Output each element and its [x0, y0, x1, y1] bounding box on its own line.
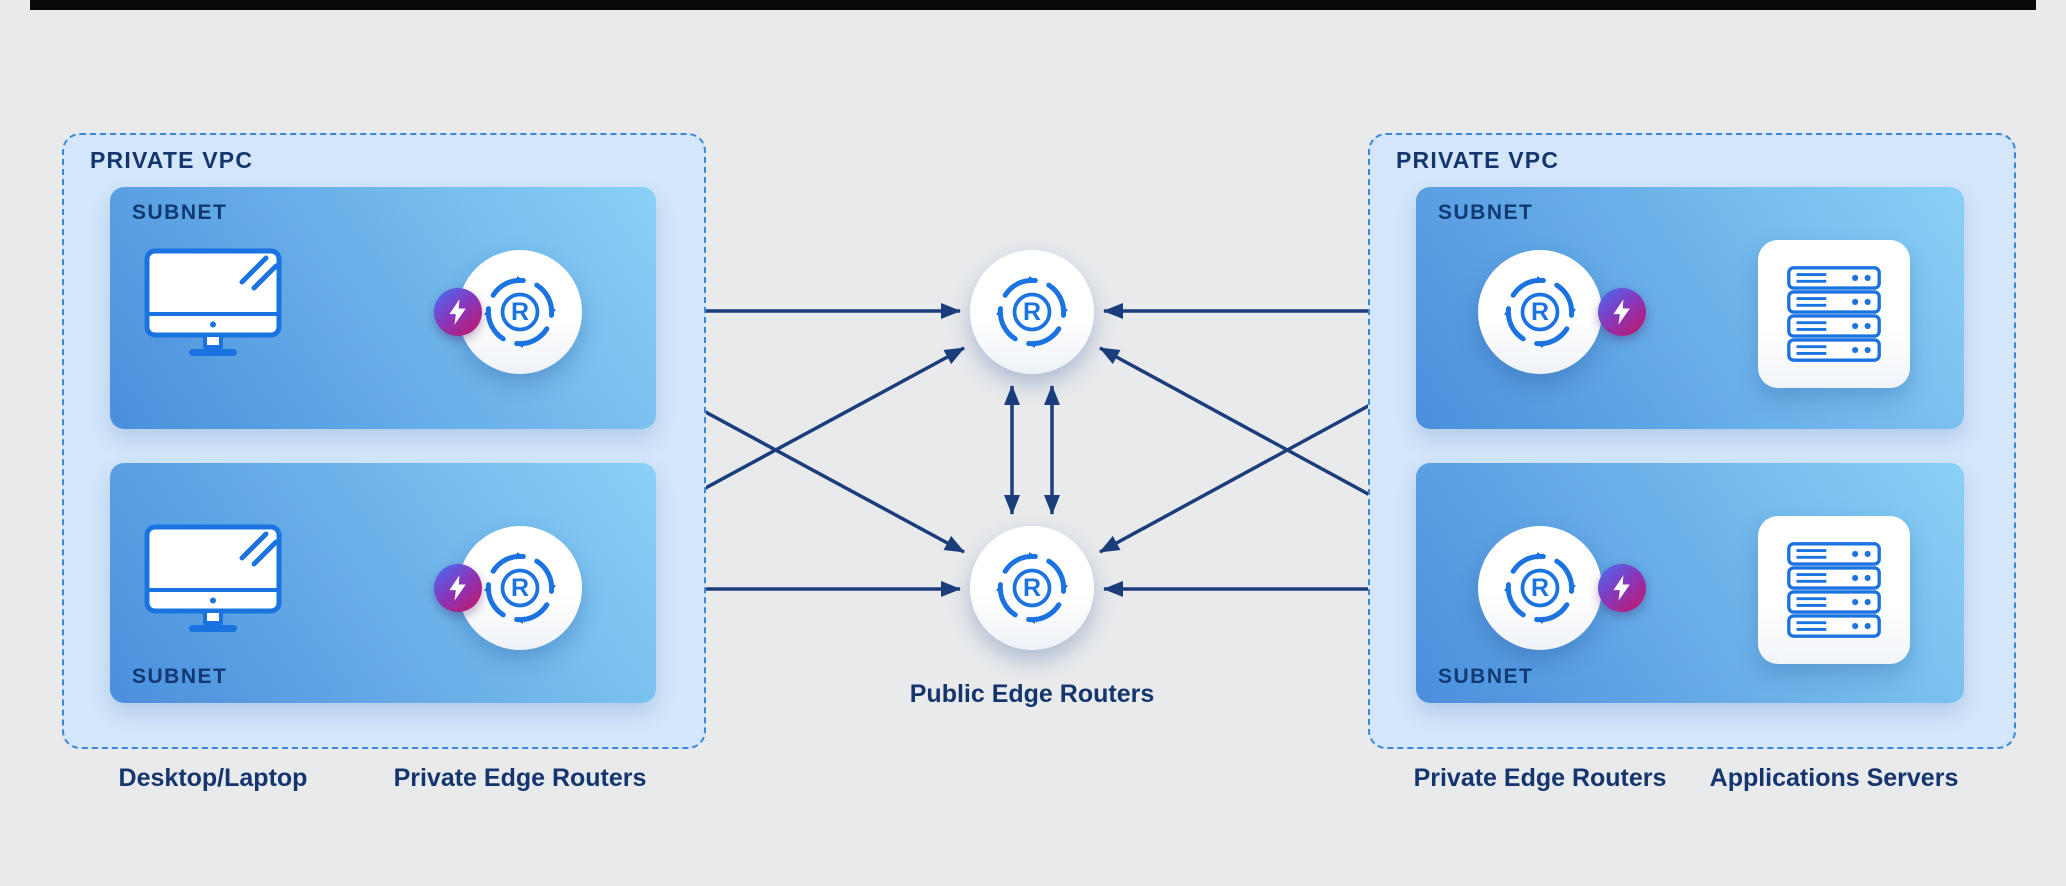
- subnet-right-top-label: SUBNET: [1438, 201, 1534, 224]
- server-rack-icon: [1787, 266, 1881, 362]
- caption-desktop-laptop: Desktop/Laptop: [118, 764, 308, 792]
- desktop-icon-2: [142, 522, 284, 646]
- desktop-monitor-icon: [144, 248, 282, 356]
- lightning-badge-icon: [1598, 288, 1646, 336]
- subnet-right-bottom-label: SUBNET: [1438, 665, 1534, 688]
- lightning-badge-icon: [434, 564, 482, 612]
- router-icon: [1504, 552, 1576, 624]
- public-edge-router-2: R: [970, 526, 1094, 650]
- router-letter: R: [1530, 297, 1550, 326]
- caption-private-edge-routers-right: Private Edge Routers: [1413, 764, 1667, 792]
- router-icon: [1504, 276, 1576, 348]
- router-icon: [484, 552, 556, 624]
- private-vpc-left: PRIVATE VPC SUBNET SUBNET: [62, 133, 706, 749]
- router-icon: [996, 276, 1068, 348]
- caption-private-edge-routers-left: Private Edge Routers: [393, 764, 647, 792]
- desktop-monitor-icon: [144, 524, 282, 632]
- router-letter: R: [1022, 573, 1042, 602]
- private-edge-router-right-2: R: [1478, 526, 1602, 650]
- router-letter: R: [510, 297, 530, 326]
- top-border-bar: [30, 0, 2036, 10]
- application-server-2: [1758, 516, 1910, 664]
- application-server-1: [1758, 240, 1910, 388]
- subnet-left-bottom-label: SUBNET: [132, 665, 228, 688]
- private-vpc-right-title: PRIVATE VPC: [1396, 147, 1560, 173]
- desktop-icon-1: [142, 246, 284, 370]
- subnet-left-top-label: SUBNET: [132, 201, 228, 224]
- caption-public-edge-routers: Public Edge Routers: [909, 680, 1155, 708]
- private-edge-router-left-1: R: [458, 250, 582, 374]
- router-letter: R: [510, 573, 530, 602]
- router-letter: R: [1530, 573, 1550, 602]
- router-letter: R: [1022, 297, 1042, 326]
- lightning-badge-icon: [434, 288, 482, 336]
- lightning-badge-icon: [1598, 564, 1646, 612]
- private-vpc-right: PRIVATE VPC SUBNET SUBNET: [1368, 133, 2016, 749]
- private-edge-router-right-1: R: [1478, 250, 1602, 374]
- private-vpc-left-title: PRIVATE VPC: [90, 147, 254, 173]
- server-rack-icon: [1787, 542, 1881, 638]
- public-edge-router-1: R: [970, 250, 1094, 374]
- router-icon: [996, 552, 1068, 624]
- caption-applications-servers: Applications Servers: [1709, 764, 1959, 792]
- router-icon: [484, 276, 556, 348]
